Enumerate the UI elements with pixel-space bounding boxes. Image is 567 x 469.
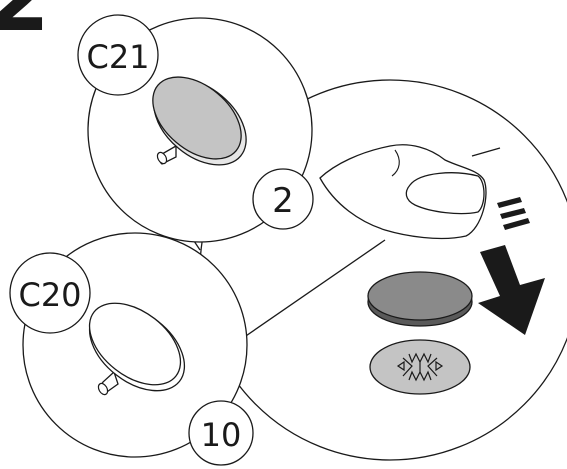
quantity-c21: 2 — [272, 181, 294, 221]
down-arrow-icon — [478, 197, 545, 335]
fur-pattern-icon — [396, 352, 444, 382]
glide-c20-icon — [88, 302, 186, 396]
quantity-badge-c21 — [252, 168, 314, 230]
glide-c21-icon — [152, 76, 247, 166]
part-code-c21: C21 — [86, 38, 149, 76]
quantity-badge-c20 — [188, 400, 254, 466]
quantity-c20: 10 — [201, 416, 242, 454]
glide-base-icon — [369, 339, 471, 395]
step-number: 2 — [0, 0, 50, 52]
leader-line-c20 — [239, 239, 386, 341]
code-badge-c20 — [9, 252, 91, 334]
part-code-c20: C20 — [18, 276, 81, 314]
felt-pad-icon — [367, 271, 473, 327]
code-badge-c21 — [77, 14, 159, 96]
finger-press-icon — [319, 144, 501, 240]
